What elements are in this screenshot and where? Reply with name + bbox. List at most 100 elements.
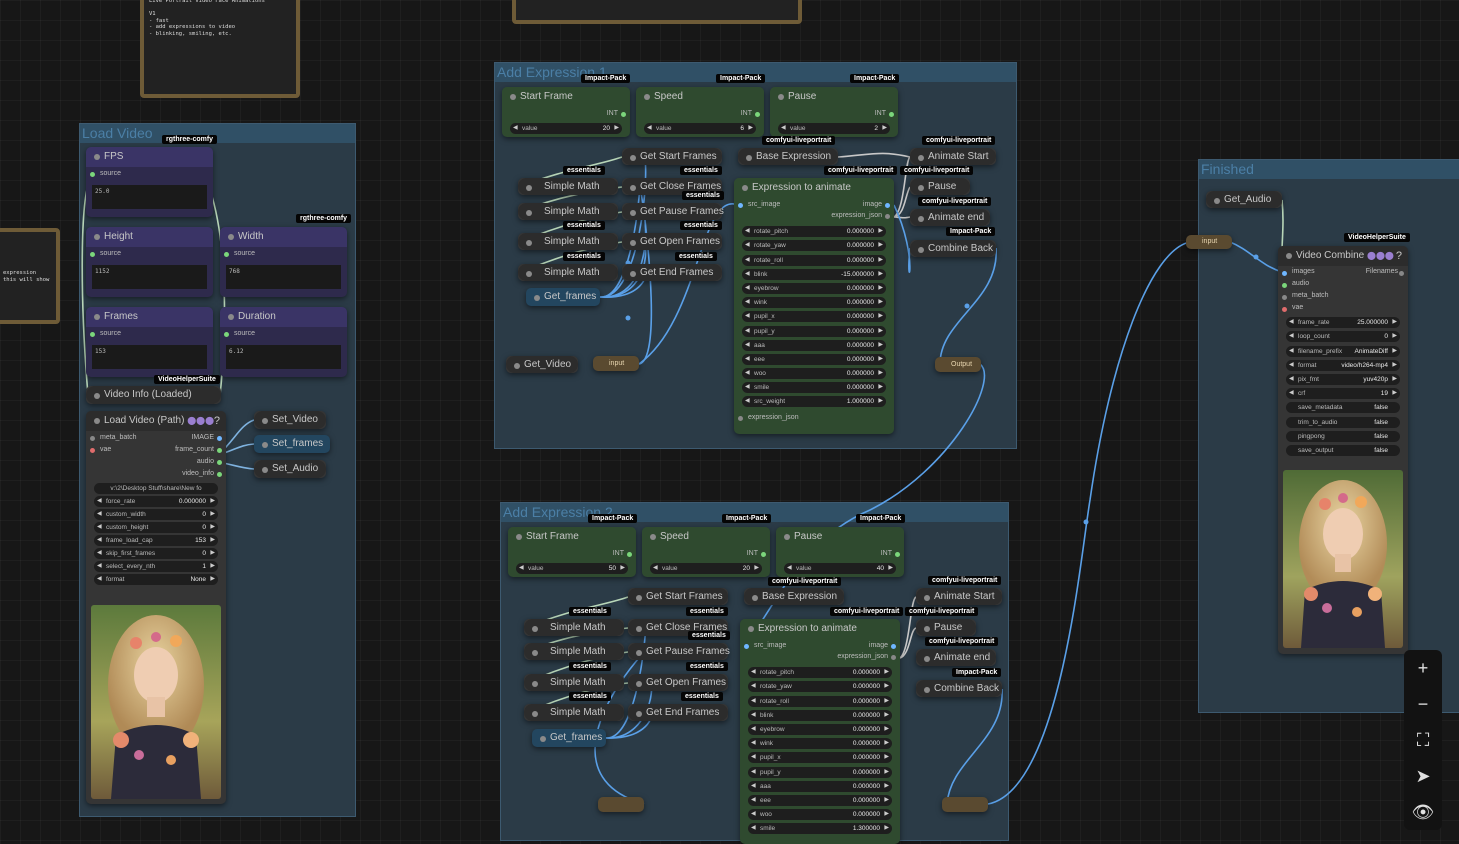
expr2-get-open-frames[interactable]: Get Open Frames	[628, 674, 728, 691]
set-frames-node[interactable]: Set_frames	[254, 435, 330, 453]
top-note[interactable]: Live Portrait Video Face Animations V1 -…	[140, 0, 300, 98]
expr1-combine-back[interactable]: Combine Back	[910, 240, 996, 257]
fps-value[interactable]: 25.0	[92, 185, 207, 209]
set-audio-node[interactable]: Set_Audio	[254, 460, 326, 478]
expr2-animate-end[interactable]: Animate end	[916, 649, 996, 666]
expr2-input-reroute[interactable]	[598, 797, 644, 812]
expr1-widget-pupil-x[interactable]: pupil_x0.000000	[742, 311, 886, 323]
expr2-get-frames[interactable]: Get_frames	[532, 729, 606, 747]
video-path-field[interactable]: v:\2\Desktop Stuff\share\New fo	[94, 483, 218, 494]
expr2-get-end-frames[interactable]: Get End Frames	[628, 704, 728, 721]
left-note[interactable]: expression this will show	[0, 228, 60, 324]
expr1-animate-end[interactable]: Animate end	[910, 209, 990, 226]
set-video-node[interactable]: Set_Video	[254, 411, 326, 429]
visibility-icon[interactable]: 👁	[1411, 801, 1435, 822]
width-node[interactable]: Width source 768	[220, 227, 347, 297]
expr2-output-reroute[interactable]	[942, 797, 988, 812]
expr2-widget-pupil-y[interactable]: pupil_y0.000000	[748, 766, 892, 778]
expr1-get-pause-frames[interactable]: Get Pause Frames	[622, 203, 724, 220]
width-value[interactable]: 768	[226, 265, 341, 289]
height-value[interactable]: 1152	[92, 265, 207, 289]
fps-node[interactable]: FPS source 25.0	[86, 147, 213, 217]
expr1-widget-pupil-y[interactable]: pupil_y0.000000	[742, 325, 886, 337]
frames-node[interactable]: Frames source 153	[86, 307, 213, 377]
help-icon[interactable]: ?	[213, 415, 220, 427]
fit-view-icon[interactable]: ⛶	[1416, 729, 1430, 750]
expr2-get-start-frames[interactable]: Get Start Frames	[628, 588, 728, 605]
expr2-get-pause-frames[interactable]: Get Pause Frames	[628, 643, 730, 660]
expr1-widget-blink[interactable]: blink-15.000000	[742, 268, 886, 280]
zoom-out-icon[interactable]: −	[1417, 693, 1429, 714]
expr1-simple-math-3[interactable]: Simple Math	[518, 233, 618, 250]
top-note-2[interactable]	[512, 0, 802, 24]
navigate-icon[interactable]: ➤	[1415, 765, 1431, 786]
video-info-node[interactable]: Video Info (Loaded)	[86, 386, 221, 404]
help-icon-2[interactable]: ?	[1395, 250, 1402, 262]
get-audio-node[interactable]: Get_Audio	[1206, 191, 1282, 208]
expr1-pause-merge[interactable]: Pause	[910, 178, 970, 195]
expr1-get-video[interactable]: Get_Video	[506, 356, 578, 373]
expr1-animate-start[interactable]: Animate Start	[910, 148, 996, 165]
frames-value[interactable]: 153	[92, 345, 207, 369]
expr2-simple-math-1[interactable]: Simple Math	[524, 619, 624, 636]
finished-input-reroute[interactable]: input	[1186, 235, 1232, 249]
expr1-get-open-frames[interactable]: Get Open Frames	[622, 233, 722, 250]
height-node[interactable]: Height source 1152	[86, 227, 213, 297]
expr2-animate-start[interactable]: Animate Start	[916, 588, 1002, 605]
expr1-simple-math-1[interactable]: Simple Math	[518, 178, 618, 195]
expr1-input-reroute[interactable]: input	[593, 356, 639, 371]
expr2-combine-back[interactable]: Combine Back	[916, 680, 1002, 697]
expr2-base-expression[interactable]: Base Expression	[744, 588, 844, 605]
expr1-get-start-frames[interactable]: Get Start Frames	[622, 148, 722, 165]
expr2-simple-math-3[interactable]: Simple Math	[524, 674, 624, 691]
expr2-pause-merge[interactable]: Pause	[916, 619, 976, 636]
